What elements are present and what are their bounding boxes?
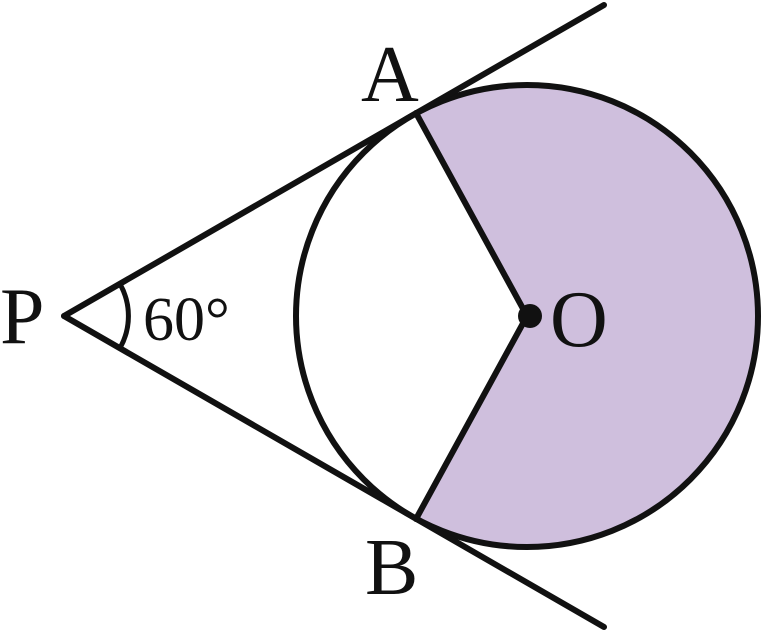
- label-a: A: [361, 31, 419, 119]
- circle-o: [293, 82, 761, 550]
- tangent-pa: [61, 2, 607, 319]
- major-sector-aob: [416, 85, 758, 547]
- label-b: B: [365, 524, 418, 612]
- angle-label: 60°: [143, 286, 230, 354]
- radius-ob: [413, 313, 530, 522]
- center-dot-o: [518, 304, 542, 328]
- label-p: P: [0, 273, 45, 361]
- tangent-pb: [61, 313, 607, 630]
- label-o: O: [550, 276, 608, 364]
- angle-arc-p: [117, 282, 131, 350]
- radius-oa: [413, 110, 530, 319]
